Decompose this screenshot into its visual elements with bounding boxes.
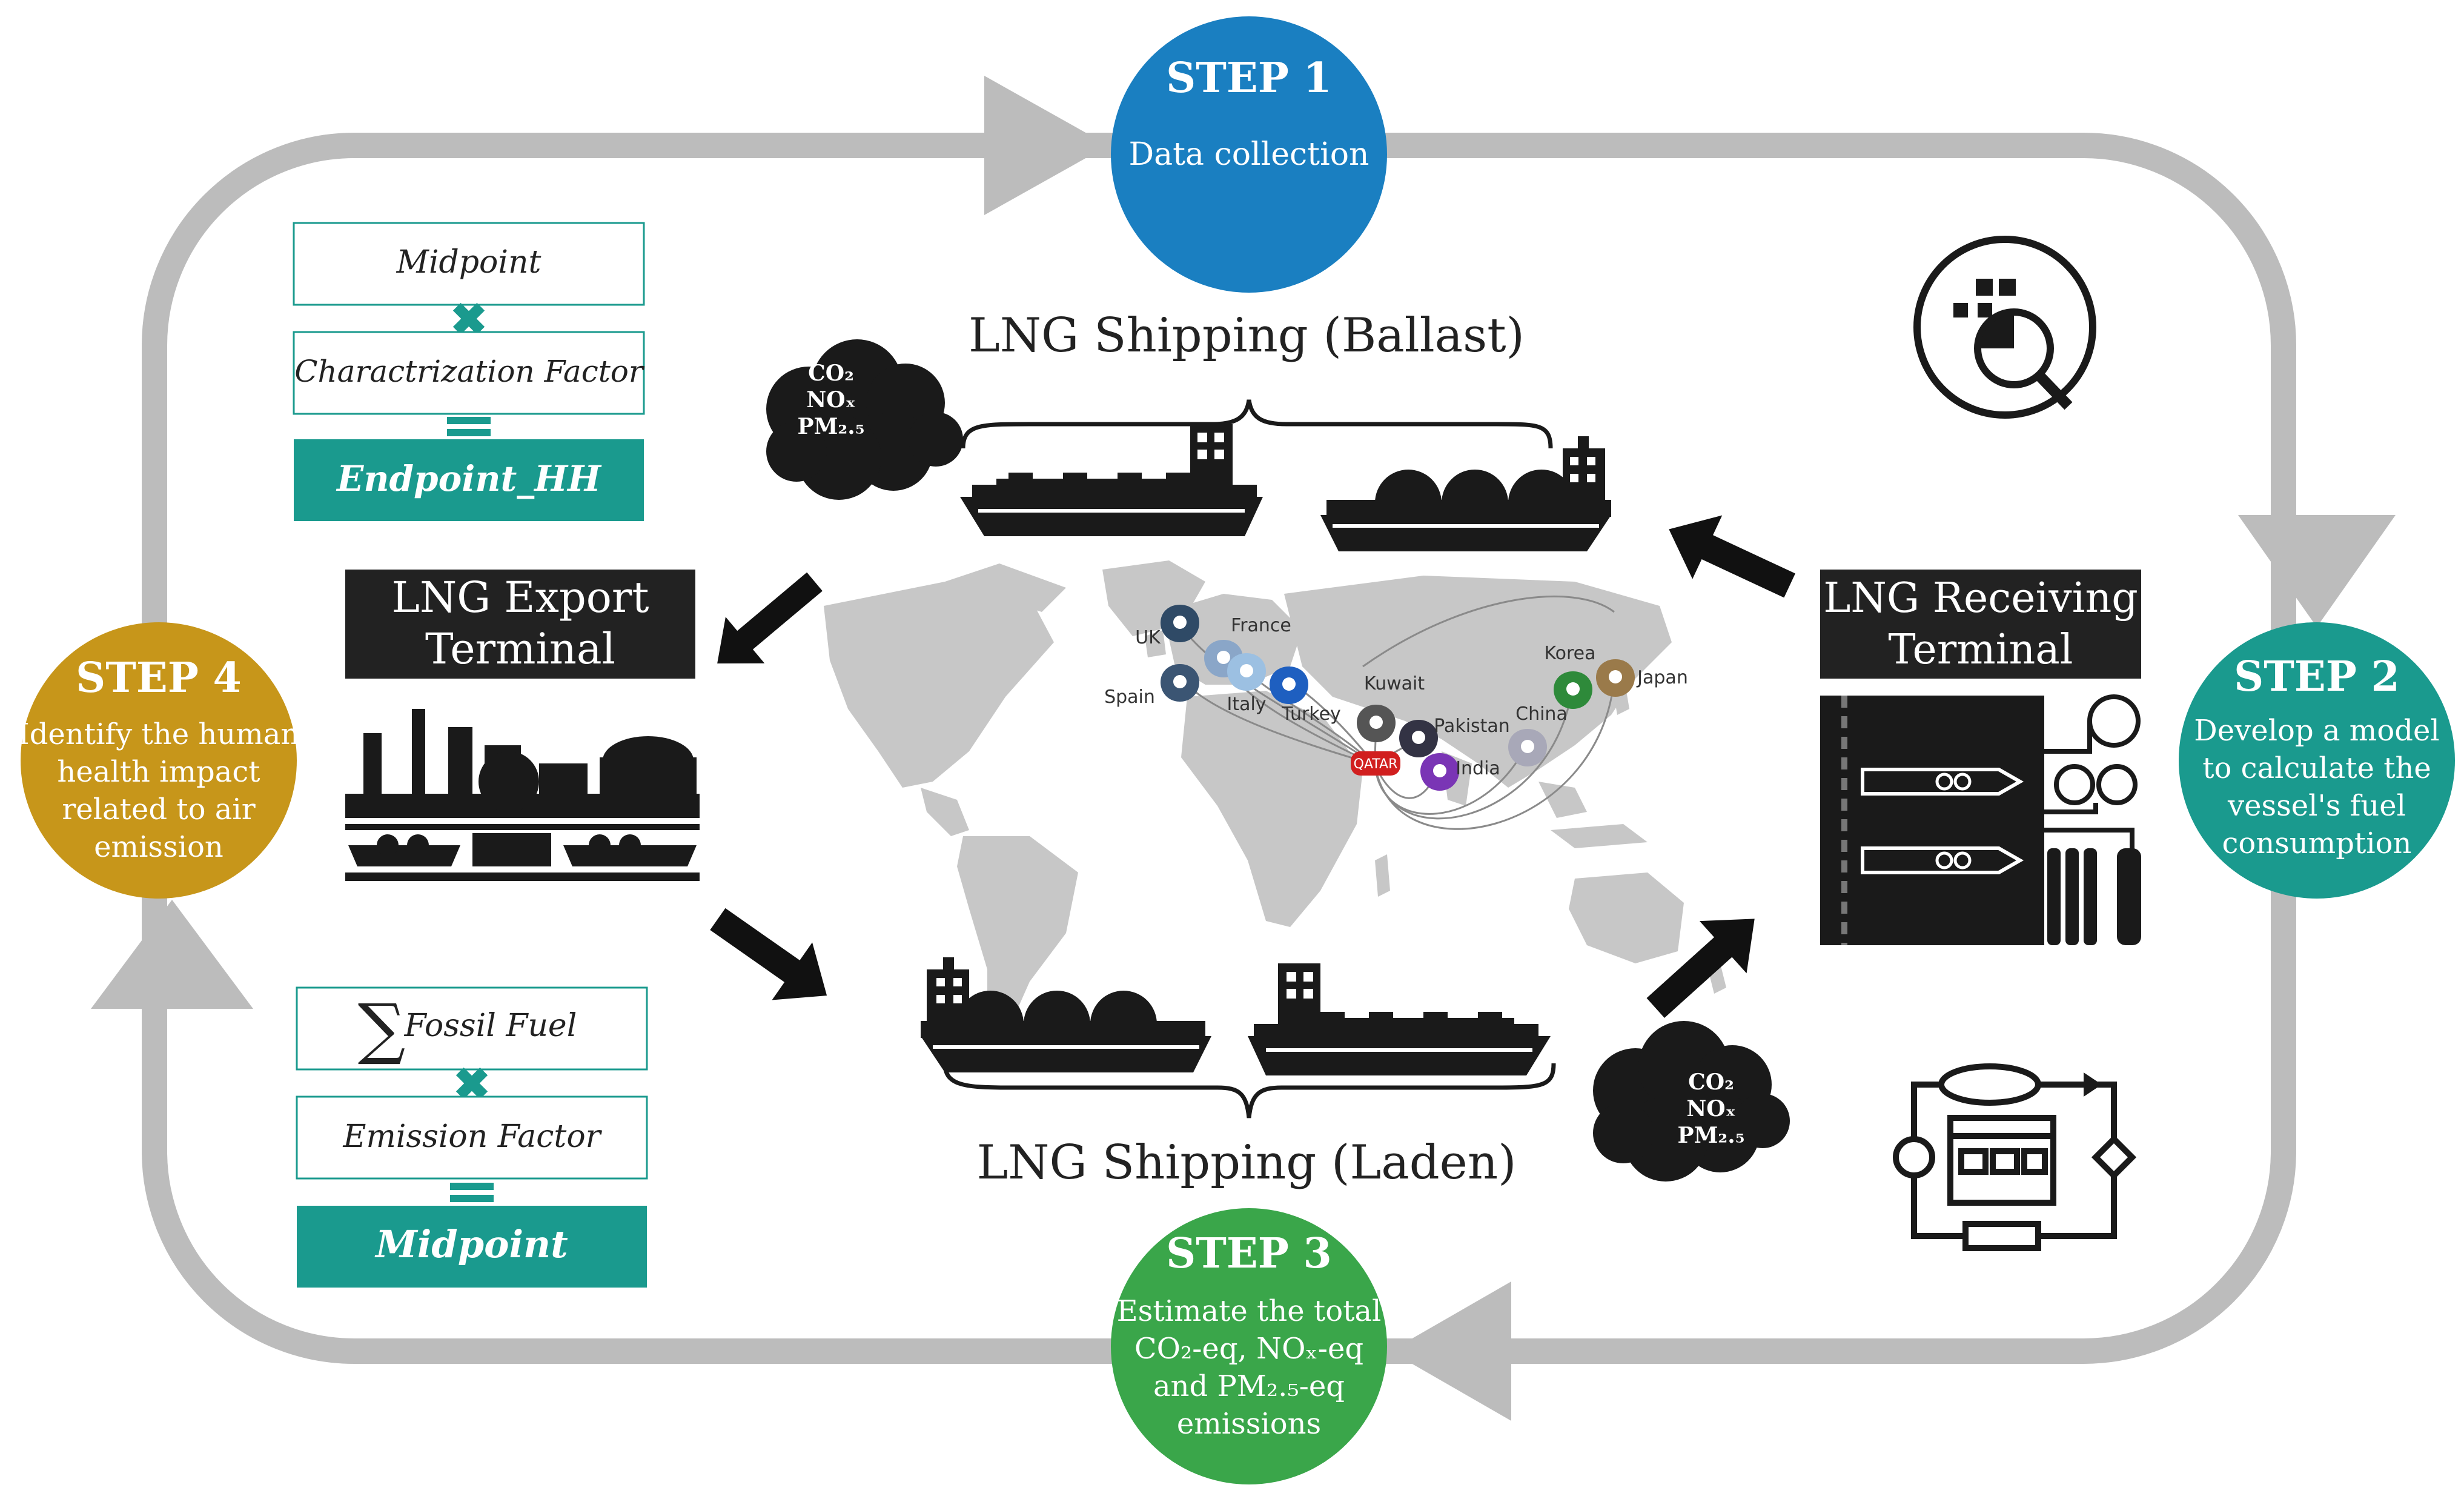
formula-midpoint-result: Midpoint: [374, 1222, 568, 1266]
step2-title: STEP 2: [2234, 653, 2400, 701]
step3-desc-line: CO₂-eq, NOₓ-eq: [1134, 1332, 1363, 1366]
cloud-pm25: PM₂.₅: [1678, 1123, 1745, 1148]
pin-label-china: China: [1515, 703, 1568, 725]
step3-desc-line: and PM₂.₅-eq: [1153, 1369, 1345, 1403]
flow-arrow-laden-to-receiving: [1646, 919, 1755, 1018]
cloud-co2: CO₂: [1688, 1069, 1734, 1095]
arrow-icon: [2084, 1072, 2102, 1097]
loop-arrow-right: [2238, 515, 2396, 627]
loop-arrow-top: [984, 76, 1108, 215]
equals-icon: [447, 417, 491, 436]
step3-circle: STEP 3 Estimate the total CO₂-eq, NOₓ-eq…: [1111, 1208, 1387, 1484]
export-terminal: LNG Export Terminal: [345, 570, 695, 679]
map-pin-pakistan: [1399, 720, 1438, 757]
flow-arrow-export-to-laden: [710, 908, 827, 1000]
formula-endpoint-result: Endpoint_HH: [336, 458, 602, 499]
step2-desc-line: Develop a model: [2194, 714, 2439, 748]
analytics-icon: [1913, 236, 2096, 419]
pin-label-japan: Japan: [1636, 667, 1688, 688]
step3-desc-line: Estimate the total: [1117, 1294, 1382, 1328]
export-terminal-label: Terminal: [425, 624, 615, 674]
export-terminal-label: LNG Export: [391, 573, 649, 622]
step2-desc-line: vessel's fuel: [2227, 789, 2406, 823]
formula-fossil-fuel-label: Fossil Fuel: [404, 1008, 577, 1044]
step2-circle: STEP 2 Develop a model to calculate the …: [2179, 622, 2455, 899]
step4-desc-line: related to air: [62, 793, 255, 826]
pin-label-france: France: [1231, 615, 1291, 636]
cloud-pm25: PM₂.₅: [798, 414, 865, 439]
loop-arrow-left: [91, 900, 253, 1009]
step2-desc-line: to calculate the: [2202, 751, 2431, 785]
cloud-co2: CO₂: [808, 361, 854, 386]
flowchart-icon: [1893, 1063, 2137, 1251]
multiply-icon: [452, 302, 485, 335]
step4-circle: STEP 4 Identify the human health impact …: [18, 622, 300, 899]
refinery-icon: [345, 709, 700, 881]
shipping-ballast-label: LNG Shipping (Ballast): [969, 308, 1525, 363]
step1-title: STEP 1: [1166, 54, 1332, 102]
map-pin-japan: [1596, 659, 1635, 697]
receiving-terminal: LNG Receiving Terminal: [1820, 570, 2141, 679]
qatar-marker: QATAR: [1351, 751, 1400, 776]
map-pin-uk: [1161, 605, 1199, 642]
step4-desc-line: health impact: [57, 755, 260, 789]
sum-symbol: ∑: [358, 989, 406, 1067]
world-map: [824, 560, 1726, 1036]
formula-ef-label: Emission Factor: [343, 1118, 603, 1155]
step4-title: STEP 4: [76, 654, 242, 702]
formula-midpoint-label: Midpoint: [396, 244, 541, 281]
map-pin-turkey: [1270, 666, 1308, 704]
pin-label-italy: Italy: [1227, 694, 1266, 715]
port-diagram-icon: [1820, 694, 2141, 945]
shipping-laden-label: LNG Shipping (Laden): [976, 1135, 1516, 1190]
lng-carrier-icon: [921, 957, 1211, 1072]
step3-title: STEP 3: [1166, 1229, 1332, 1278]
pin-label-uk: UK: [1135, 627, 1161, 648]
pin-label-spain: Spain: [1104, 686, 1155, 708]
formula-cf-label: Charactrization Factor: [294, 354, 645, 389]
map-pin-india: [1420, 753, 1459, 791]
laden-brace: [942, 1063, 1556, 1118]
formula-endpoint: Midpoint Charactrization Factor Endpoint…: [293, 222, 645, 521]
map-pin-kuwait: [1357, 705, 1396, 742]
step1-desc-line: Data collection: [1128, 136, 1369, 173]
emission-cloud-top: CO₂ NOₓ PM₂.₅: [766, 339, 963, 500]
step2-desc-line: consumption: [2222, 826, 2412, 860]
step3-desc-line: emissions: [1177, 1407, 1321, 1441]
receiving-terminal-label: Terminal: [1888, 626, 2073, 674]
map-pin-spain: [1161, 664, 1199, 702]
pin-label-turkey: Turkey: [1281, 703, 1341, 725]
step4-desc-line: Identify the human: [18, 717, 300, 751]
cloud-nox: NOₓ: [806, 387, 855, 413]
map-pin-china: [1508, 729, 1547, 766]
pin-label-india: India: [1456, 758, 1500, 779]
pin-label-kuwait: Kuwait: [1364, 673, 1425, 694]
lng-carrier-icon: [1320, 436, 1611, 551]
equals-icon: [450, 1183, 494, 1202]
step4-desc-line: emission: [94, 830, 224, 864]
step1-circle: STEP 1 Data collection: [1111, 16, 1387, 293]
qatar-label: QATAR: [1354, 757, 1398, 772]
container-ship-icon: [960, 424, 1263, 536]
emission-cloud-bottom: CO₂ NOₓ PM₂.₅: [1593, 1021, 1790, 1182]
receiving-terminal-label: LNG Receiving: [1823, 574, 2138, 622]
flow-arrow-receiving-to-ballast: [1669, 515, 1795, 598]
pin-label-korea: Korea: [1544, 643, 1595, 664]
pin-label-pakistan: Pakistan: [1434, 716, 1510, 737]
loop-arrow-bottom: [1390, 1281, 1511, 1421]
cloud-nox: NOₓ: [1686, 1096, 1735, 1122]
ballast-brace: [961, 399, 1553, 449]
flow-arrow-ballast-to-export: [717, 572, 823, 663]
formula-midpoint: ∑ Fossil Fuel Emission Factor Midpoint: [296, 986, 648, 1288]
map-pin-italy: [1227, 653, 1266, 691]
multiply-icon: [455, 1067, 488, 1100]
container-ship-icon: [1248, 963, 1551, 1075]
